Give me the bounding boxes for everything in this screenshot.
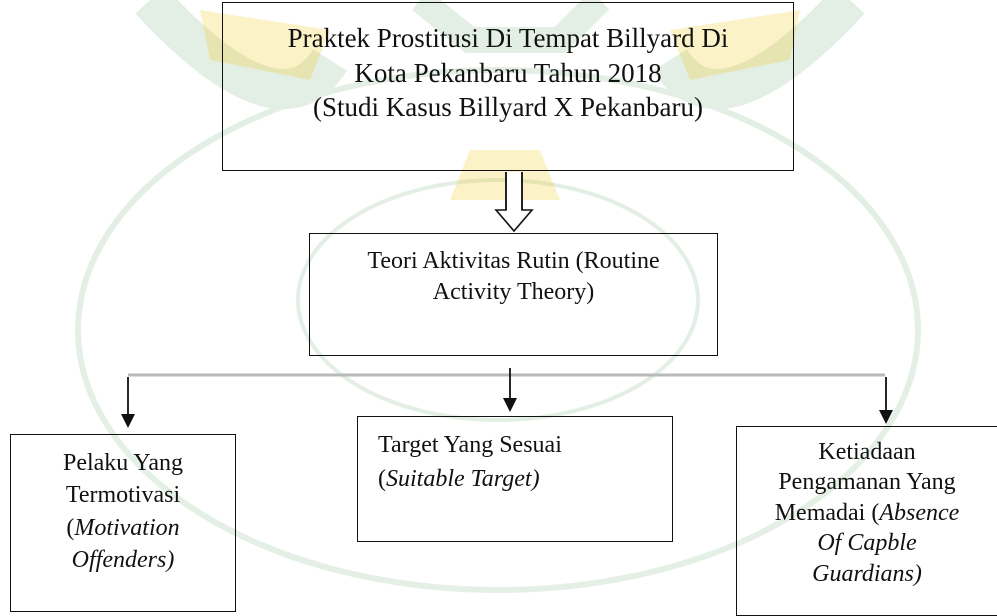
left-line-3: (Motivation: [11, 512, 235, 544]
hollow-down-arrow: [494, 172, 534, 233]
arrow-down-center: [503, 368, 517, 412]
left-line-1: Pelaku Yang: [62, 450, 183, 476]
right-line-1: Ketiadaan: [818, 439, 916, 465]
right-italic-2: Of Capble: [817, 530, 917, 557]
absence-guardians-box: Ketiadaan Pengamanan Yang Memadai (Absen…: [736, 426, 997, 616]
theory-line-1: Teori Aktivitas Rutin (Routine: [367, 248, 660, 274]
left-line-2: Termotivasi: [65, 482, 181, 509]
arrow-down-right: [879, 377, 893, 424]
right-italic-1: Absence: [879, 499, 960, 526]
left-italic-1: Motivation: [74, 514, 180, 541]
research-title-box: Praktek Prostitusi Di Tempat Billyard Di…: [222, 2, 794, 171]
center-line-1: Target Yang Sesuai: [378, 432, 562, 458]
motivated-offenders-box: Pelaku Yang Termotivasi (Motivation Offe…: [10, 434, 236, 612]
theory-line-2: Activity Theory): [432, 278, 595, 305]
arrow-down-left: [121, 377, 135, 428]
right-line-2: Pengamanan Yang: [778, 469, 956, 496]
right-line-5: Guardians): [737, 559, 997, 589]
center-paren: (: [378, 465, 386, 492]
right-italic-3: Guardians): [812, 560, 922, 587]
left-line-4: Offenders): [11, 544, 235, 576]
right-plain: Memadai (: [774, 499, 880, 526]
title-line-3: (Studi Kasus Billyard X Pekanbaru): [313, 92, 703, 123]
center-line-2: (Suitable Target): [378, 463, 672, 497]
title-line-2: Kota Pekanbaru Tahun 2018: [354, 57, 662, 88]
center-italic: Suitable Target): [386, 465, 540, 492]
theory-box: Teori Aktivitas Rutin (Routine Activity …: [309, 233, 718, 356]
right-line-4: Of Capble: [737, 528, 997, 558]
left-paren: (: [66, 514, 75, 541]
suitable-target-box: Target Yang Sesuai (Suitable Target): [357, 416, 673, 542]
title-line-1: Praktek Prostitusi Di Tempat Billyard Di: [287, 23, 729, 53]
right-line-3: Memadai (Absence: [737, 498, 997, 528]
left-italic-2: Offenders): [71, 547, 175, 574]
